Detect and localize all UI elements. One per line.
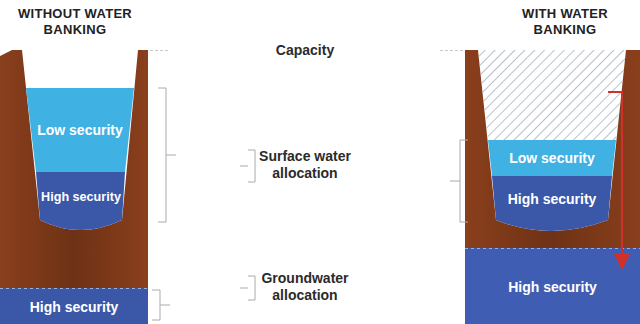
low-security-water-left xyxy=(26,88,134,172)
column-heading: WITHOUT WATER BANKING xyxy=(10,6,140,37)
low-security-water-right xyxy=(488,140,616,176)
allocation-label: Groundwater allocation xyxy=(250,270,360,304)
earth-left xyxy=(0,50,148,288)
band-label: High security xyxy=(41,190,121,204)
released-capacity-hatch xyxy=(478,50,626,140)
bracket-tick xyxy=(450,181,460,182)
low-security-band: Low security xyxy=(30,88,130,172)
bracket-tick xyxy=(240,166,248,167)
groundwater-right xyxy=(465,248,640,324)
capacity-guide xyxy=(440,50,463,51)
bracket-tick xyxy=(240,288,248,289)
high-security-band: High security xyxy=(38,172,124,222)
low-security-band: Low security xyxy=(490,140,614,176)
bracket xyxy=(158,88,166,222)
high-security-water-left xyxy=(36,172,125,230)
band-label: High security xyxy=(508,279,597,295)
bracket-tick xyxy=(160,305,170,306)
dashed-line xyxy=(0,288,148,289)
column-heading: WITH WATER BANKING xyxy=(500,6,630,37)
groundwater-band: High security xyxy=(465,250,640,324)
capacity-guide xyxy=(150,50,170,51)
transfer-arrow-tick xyxy=(608,91,622,93)
groundwater-band: High security xyxy=(0,290,148,324)
bracket xyxy=(152,290,160,320)
band-label: Low security xyxy=(509,150,595,166)
earth-right xyxy=(465,50,640,248)
high-security-band: High security xyxy=(494,176,610,222)
band-label: High security xyxy=(30,299,119,315)
bracket xyxy=(248,150,255,182)
groundwater-left xyxy=(0,288,148,324)
bracket-tick xyxy=(166,155,176,156)
high-security-water-right xyxy=(492,176,612,231)
allocation-label: Surface water allocation xyxy=(255,148,355,182)
bracket xyxy=(460,140,468,222)
dashed-line xyxy=(465,248,640,249)
transfer-arrow xyxy=(621,91,623,262)
level-label: Capacity xyxy=(245,42,365,59)
band-label: High security xyxy=(508,191,597,207)
bracket xyxy=(248,276,255,300)
band-label: Low security xyxy=(37,122,123,138)
